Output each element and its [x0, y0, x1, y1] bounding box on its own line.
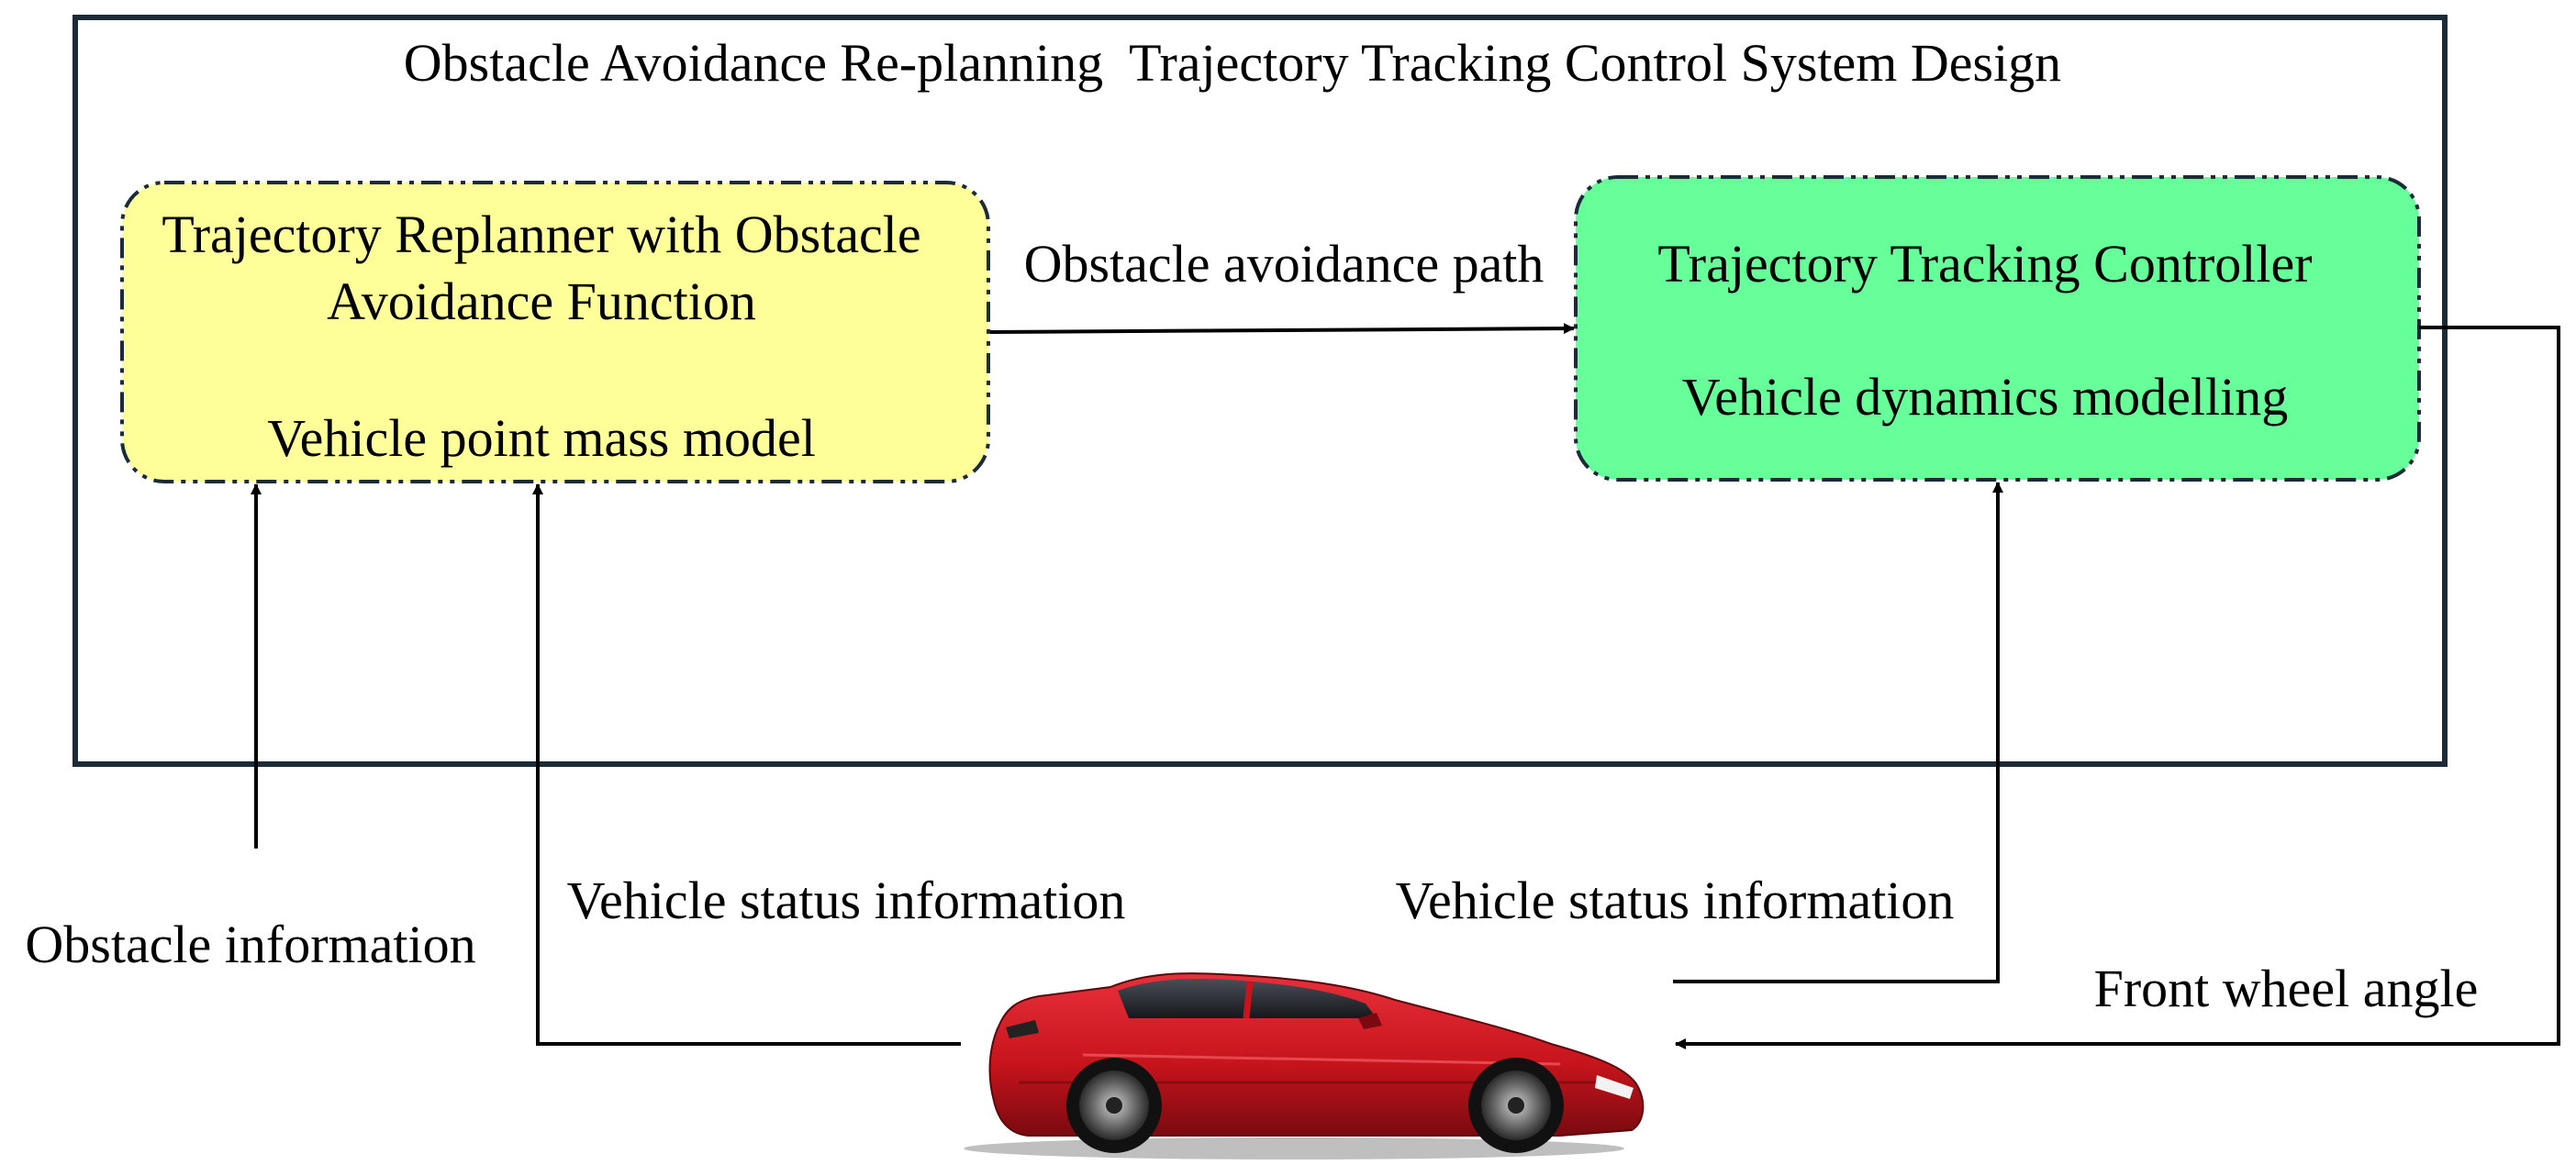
replanner-title-line2: Avoidance Function: [327, 272, 756, 331]
car-image: [964, 972, 1645, 1159]
obstacle-info-label: Obstacle information: [25, 915, 475, 974]
controller-model: Vehicle dynamics modelling: [1682, 367, 2288, 427]
status-right-label: Vehicle status information: [1396, 871, 1955, 930]
car-rear-wheel: [1066, 1058, 1162, 1153]
car-front-wheel: [1468, 1058, 1564, 1153]
front-wheel-arrow: [1675, 326, 2560, 1049]
path-label: Obstacle avoidance path: [1024, 234, 1544, 294]
status-right-arrow: [1673, 482, 2003, 983]
replanner-box: [120, 181, 990, 483]
system-title: Obstacle Avoidance Re-planning Trajector…: [404, 33, 2061, 93]
controller-block: Trajectory Tracking Controller Vehicle d…: [1574, 175, 2421, 482]
status-left-label: Vehicle status information: [567, 871, 1126, 930]
replanner-block: Trajectory Replanner with Obstacle Avoid…: [120, 181, 990, 483]
controller-box: [1574, 175, 2421, 482]
status-left-arrow: [532, 483, 961, 1046]
replanner-title-line1: Trajectory Replanner with Obstacle: [162, 205, 920, 264]
front-wheel-label: Front wheel angle: [2094, 959, 2479, 1018]
controller-title: Trajectory Tracking Controller: [1657, 234, 2312, 294]
system-frame: [72, 15, 2448, 767]
replanner-model: Vehicle point mass model: [267, 408, 816, 468]
path-arrow: [989, 323, 1575, 335]
